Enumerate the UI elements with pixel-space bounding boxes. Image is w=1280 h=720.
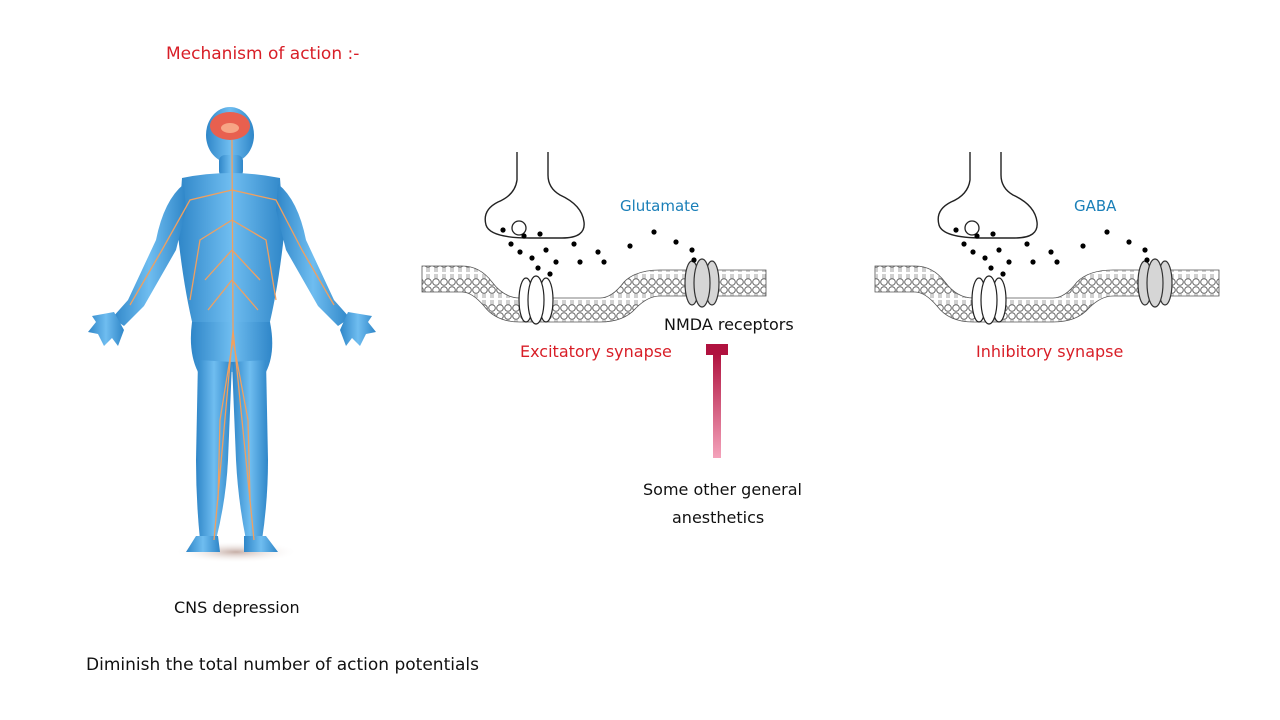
nmda-receptor — [684, 258, 720, 308]
body-caption: CNS depression — [174, 598, 300, 617]
gaba-label: GABA — [1074, 197, 1117, 215]
gaba-molecules — [953, 227, 1150, 277]
nerve-network — [129, 139, 335, 541]
inhibitory-synapse-label: Inhibitory synapse — [976, 342, 1124, 361]
inhibitory-synapse-diagram — [874, 152, 1220, 325]
postsynaptic-membrane — [874, 265, 1220, 323]
inhibition-blocker-symbol — [706, 344, 728, 458]
ion-channel — [518, 275, 554, 325]
gaba-receptor — [1137, 258, 1173, 308]
anesthetics-label-line1: Some other general — [643, 480, 802, 499]
synaptic-vesicle — [511, 220, 527, 236]
presynaptic-terminal — [937, 152, 1038, 239]
nmda-receptors-label: NMDA receptors — [664, 315, 794, 334]
excitatory-synapse-diagram — [421, 152, 767, 458]
ion-channel — [971, 275, 1007, 325]
page-title: Mechanism of action :- — [166, 44, 360, 64]
synaptic-vesicle — [964, 220, 980, 236]
excitatory-synapse-label: Excitatory synapse — [520, 342, 672, 361]
effect-statement: Diminish the total number of action pote… — [86, 655, 479, 675]
glutamate-molecules — [500, 227, 697, 277]
anesthetics-label-line2: anesthetics — [672, 508, 765, 527]
postsynaptic-membrane — [421, 265, 767, 323]
glutamate-label: Glutamate — [620, 197, 700, 215]
presynaptic-terminal — [484, 152, 585, 239]
